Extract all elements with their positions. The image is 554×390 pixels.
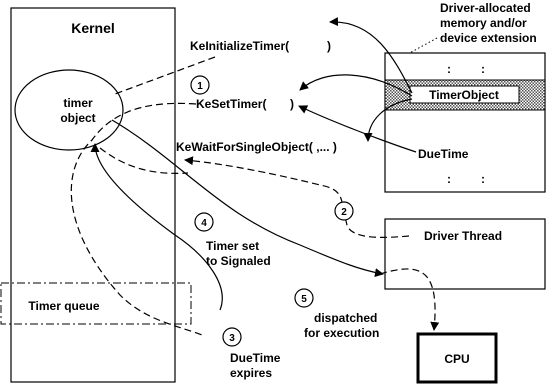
timer-queue-label: Timer queue xyxy=(28,299,99,313)
dashed-set-timer-loop xyxy=(70,102,206,337)
step-4-number: 4 xyxy=(201,218,207,229)
call-ke-initialize-timer-close: ) xyxy=(327,39,331,53)
step-3-circle xyxy=(222,327,242,347)
dashed-timer-object-to-wait xyxy=(99,147,189,174)
memory-ellipsis-1b: : xyxy=(481,62,485,76)
step-5-label-1: dispatched xyxy=(314,311,377,325)
call-ke-wait-for-single-object: KeWaitForSingleObject( ,... ) xyxy=(176,140,337,154)
step-2-number: 2 xyxy=(341,207,347,218)
dashed-initialize-to-timer-object xyxy=(114,56,216,95)
kernel-box xyxy=(10,7,176,383)
dashed-wait-from-driver-thread xyxy=(184,156,410,238)
memory-ellipsis-2a: : xyxy=(447,172,451,186)
kernel-title: Kernel xyxy=(71,20,115,36)
due-time-field-label: DueTime xyxy=(418,147,469,161)
driver-thread-label: Driver Thread xyxy=(424,229,502,243)
driver-memory-box xyxy=(384,52,546,193)
timer-queue-box xyxy=(0,282,192,325)
call-ke-initialize-timer: KeInitializeTimer( xyxy=(190,39,289,53)
arrow-timer-to-driver-thread xyxy=(111,119,384,278)
step-3-label-2: expires xyxy=(230,366,272,380)
call-ke-set-timer: KeSetTimer( xyxy=(196,97,266,111)
arrow-due-time-to-set-timer xyxy=(298,105,417,153)
step-4-circle xyxy=(194,212,214,232)
driver-thread-box xyxy=(384,218,546,290)
memory-ellipsis-2b: : xyxy=(481,172,485,186)
arrow-timer-object-to-initialize xyxy=(329,17,413,94)
timer-object-ellipse xyxy=(14,69,124,151)
step-5-circle xyxy=(294,288,314,308)
curve-timer-signaled xyxy=(90,143,223,311)
driver-memory-caption-1: Driver-allocated xyxy=(440,1,531,15)
step-1-number: 1 xyxy=(197,81,203,92)
step-4-label-1: Timer set xyxy=(206,239,259,253)
cpu-box xyxy=(416,332,498,384)
step-3-label-1: DueTime xyxy=(230,351,281,365)
timer-object-label-2: object xyxy=(60,111,95,125)
caption-leader-line xyxy=(405,37,438,56)
dashed-dispatch-to-cpu xyxy=(379,268,440,331)
driver-memory-caption-2: memory and/or xyxy=(440,16,527,30)
call-ke-set-timer-close: ) xyxy=(290,97,294,111)
arrow-timer-object-to-set-timer xyxy=(299,74,413,97)
step-5-label-2: for execution xyxy=(304,326,379,340)
timer-object-label-1: timer xyxy=(63,96,93,110)
cpu-label: CPU xyxy=(444,352,469,366)
step-1-circle xyxy=(190,75,210,95)
step-2-circle xyxy=(334,201,354,221)
step-4-label-2: to Signaled xyxy=(206,254,271,268)
step-3-number: 3 xyxy=(229,333,235,344)
step-5-number: 5 xyxy=(301,294,307,305)
timer-object-field-label: TimerObject xyxy=(429,88,499,102)
driver-memory-caption-3: device extension xyxy=(440,31,537,45)
memory-ellipsis-1a: : xyxy=(447,62,451,76)
